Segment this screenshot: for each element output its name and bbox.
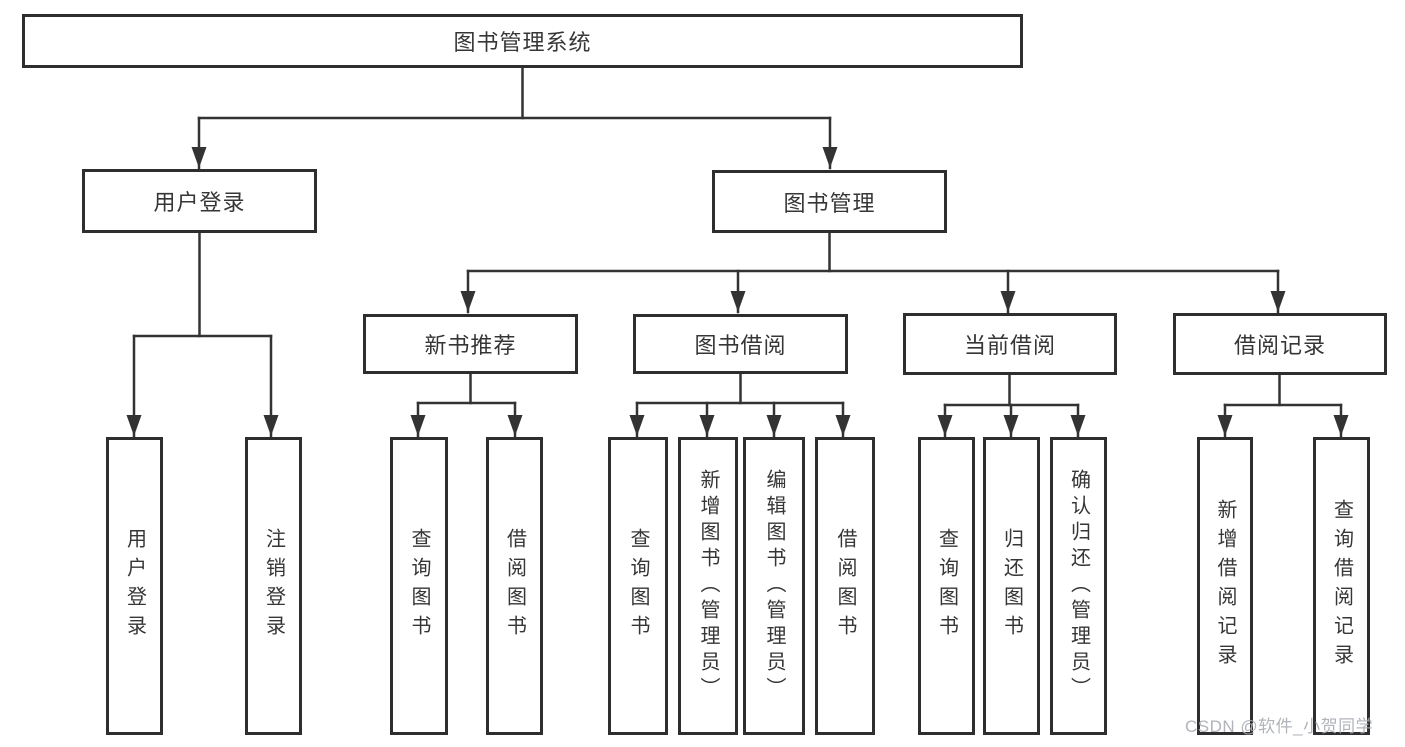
node-new-book-recommend: 新书推荐 <box>363 314 578 374</box>
node-borrow-record: 借阅记录 <box>1173 313 1387 375</box>
leaf-borrow-books-1: 借阅图书 <box>486 437 543 735</box>
leaf-query-books-1: 查询图书 <box>390 437 448 735</box>
node-current-borrow: 当前借阅 <box>903 313 1117 375</box>
leaf-query-borrow-record: 查询借阅记录 <box>1313 437 1370 735</box>
leaf-add-borrow-record: 新增借阅记录 <box>1197 437 1253 735</box>
node-library-management-system: 图书管理系统 <box>22 14 1023 68</box>
leaf-query-books-3: 查询图书 <box>918 437 975 735</box>
connector-group <box>126 64 1349 438</box>
leaf-edit-book-admin: 编辑图书（管理员） <box>743 437 805 735</box>
node-user-login: 用户登录 <box>82 169 317 233</box>
node-book-management: 图书管理 <box>712 170 947 233</box>
leaf-add-book-admin: 新增图书（管理员） <box>678 437 738 735</box>
node-book-borrow: 图书借阅 <box>633 314 848 374</box>
leaf-borrow-books-2: 借阅图书 <box>815 437 875 735</box>
leaf-user-login: 用户登录 <box>106 437 163 735</box>
leaf-query-books-2: 查询图书 <box>608 437 668 735</box>
leaf-confirm-return-admin: 确认归还（管理员） <box>1050 437 1107 735</box>
csdn-watermark: CSDN @软件_小贺同学 <box>1185 717 1374 736</box>
leaf-return-book: 归还图书 <box>983 437 1040 735</box>
leaf-logout: 注销登录 <box>245 437 302 735</box>
